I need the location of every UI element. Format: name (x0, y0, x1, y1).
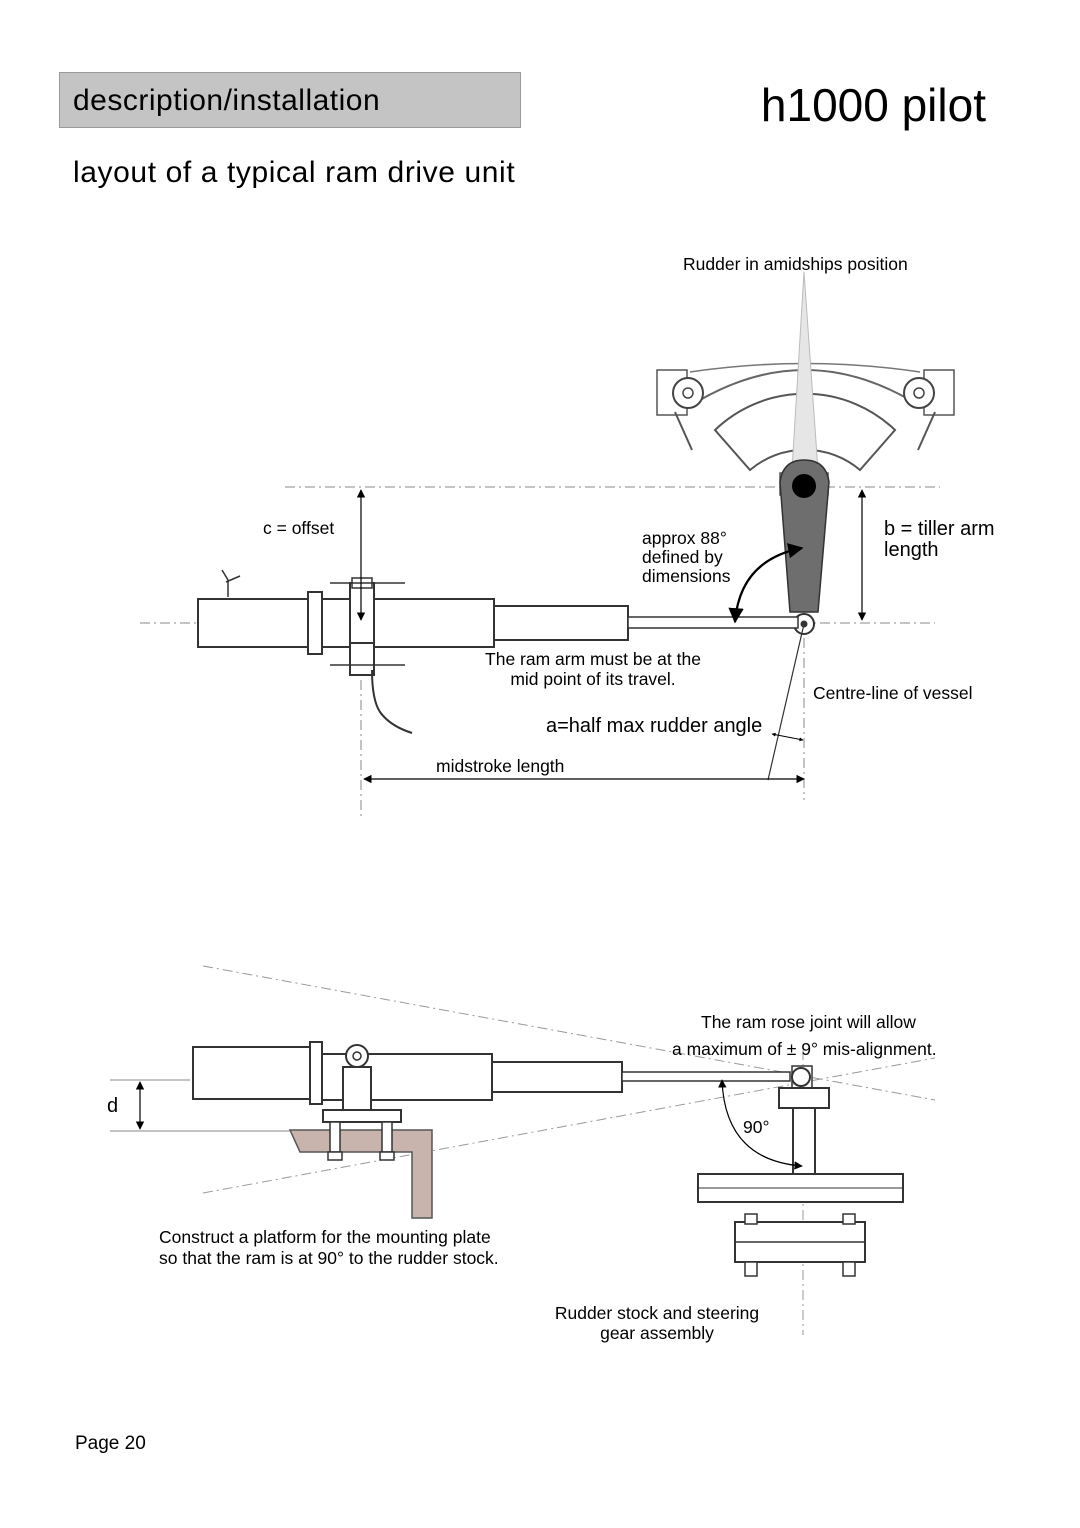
stock-label-2: gear assembly (600, 1323, 714, 1343)
stock-label-1: Rudder stock and steering (555, 1303, 759, 1323)
mounting-platform (288, 1129, 433, 1219)
angle-88-arc (728, 543, 804, 624)
ram-cylinder (197, 569, 799, 734)
rudder-position-label: Rudder in amidships position (683, 254, 908, 274)
ram-note-2: mid point of its travel. (510, 669, 675, 689)
half-angle-label: a=half max rudder angle (546, 715, 762, 737)
midstroke-label: midstroke length (436, 756, 564, 776)
product-title: h1000 pilot (760, 79, 986, 131)
tiller-label-2: length (884, 539, 939, 561)
bottom-side-view: The ram rose joint will allow a maximum … (107, 965, 937, 1343)
rose-joint-label-1: The ram rose joint will allow (701, 1012, 916, 1032)
cone-lower-line (202, 1057, 936, 1194)
angle-label-3: dimensions (642, 566, 731, 586)
half-angle-arrow (771, 732, 804, 742)
rudder-stock-assembly (697, 1065, 904, 1277)
cone-upper-line (202, 965, 936, 1101)
offset-label: c = offset (263, 518, 334, 538)
angle-label-1: approx 88° (642, 528, 727, 548)
d-label: d (107, 1095, 118, 1117)
right-angle-arc (718, 1079, 803, 1170)
platform-note-1: Construct a platform for the mounting pl… (159, 1227, 491, 1247)
platform-note-2: so that the ram is at 90° to the rudder … (159, 1248, 499, 1268)
page-number: Page 20 (75, 1433, 146, 1454)
page-subtitle: layout of a typical ram drive unit (73, 156, 516, 189)
steering-quadrant (656, 362, 955, 496)
section-title: description/installation (73, 84, 381, 117)
angle-label-2: defined by (642, 547, 723, 567)
rose-joint-label-2: a maximum of ± 9° mis-alignment. (672, 1039, 937, 1059)
right-angle-label: 90° (743, 1117, 769, 1137)
max-rudder-angle-line (767, 623, 805, 781)
centreline-label: Centre-line of vessel (813, 683, 973, 703)
tiller-label-1: b = tiller arm (884, 518, 995, 540)
ram-side-view (192, 1041, 791, 1161)
tiller-arm (779, 459, 830, 635)
ram-note-1: The ram arm must be at the (485, 649, 701, 669)
top-plan-view: Rudder in amidships position c = offset … (140, 254, 995, 820)
section-header-box (59, 72, 521, 128)
rudder-stock-icon (792, 474, 816, 498)
